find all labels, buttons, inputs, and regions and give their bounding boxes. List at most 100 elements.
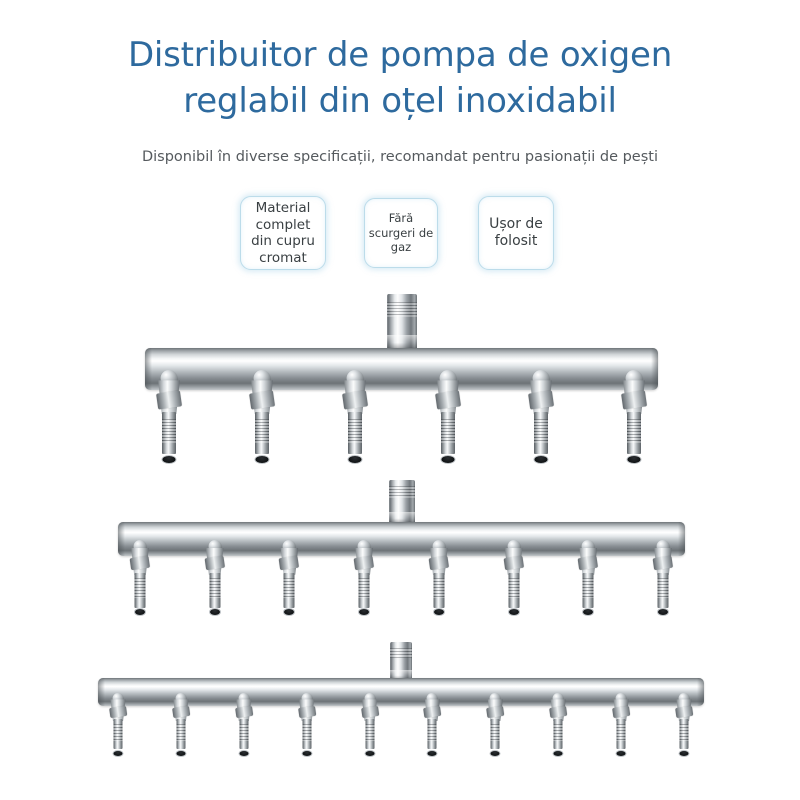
valve-knob — [426, 692, 438, 704]
feature-badge-no-gas-leak: Fără scurgeri de gaz — [364, 198, 438, 268]
valve-hose-barb — [255, 412, 269, 455]
valve-hose-barb — [553, 719, 563, 750]
outlet-valve — [360, 692, 379, 756]
valve-collar — [360, 705, 379, 719]
valve-hose-barb — [582, 572, 594, 608]
valve-collar — [621, 390, 647, 410]
valve-collar — [109, 705, 127, 719]
valve-body — [344, 380, 366, 415]
valve-knob — [625, 369, 643, 387]
valve-nozzle-opening — [441, 455, 455, 463]
valve-collar — [156, 390, 182, 410]
valve-nozzle-opening — [490, 750, 500, 756]
valve-nozzle-opening — [284, 608, 295, 615]
valve-collar — [652, 555, 674, 571]
valve-knob — [432, 539, 446, 553]
valve-knob — [364, 692, 376, 704]
valve-nozzle-opening — [359, 608, 370, 615]
valve-nozzle-opening — [427, 750, 437, 756]
outlet-valve — [342, 369, 368, 463]
valve-knob — [175, 692, 187, 704]
valve-collar — [204, 555, 226, 571]
valve-body — [676, 699, 692, 722]
valve-hose-barb — [134, 572, 146, 608]
valve-hose-barb — [302, 719, 312, 750]
valve-nozzle-opening — [239, 750, 249, 756]
valve-knob — [301, 692, 313, 704]
bar-end-cap-right — [678, 522, 685, 556]
outlet-valve — [278, 539, 300, 615]
outlet-valve — [549, 692, 568, 756]
valve-knob — [532, 369, 550, 387]
distribution-bar — [145, 348, 658, 390]
valve-hose-barb — [679, 719, 689, 750]
valve-hose-barb — [427, 719, 437, 750]
valve-body — [251, 380, 273, 415]
valve-knob — [282, 539, 296, 553]
valve-collar — [353, 555, 375, 571]
page-title: Distribuitor de pompa de oxigen reglabil… — [127, 35, 673, 121]
valve-body — [430, 547, 448, 575]
valve-knob — [581, 539, 595, 553]
outlet-valve — [675, 692, 693, 756]
valve-hose-barb — [490, 719, 500, 750]
valve-knob — [507, 539, 521, 553]
valve-body — [487, 699, 503, 722]
outlet-valve — [621, 369, 647, 463]
outlet-valve — [204, 539, 226, 615]
valve-nozzle-opening — [534, 455, 548, 463]
valve-body — [613, 699, 629, 722]
valve-body — [299, 699, 315, 722]
valve-knob — [253, 369, 271, 387]
valve-body — [623, 380, 645, 415]
valve-collar — [435, 390, 461, 410]
valve-hose-barb — [348, 412, 362, 455]
valve-body — [361, 699, 378, 722]
valve-collar — [577, 555, 599, 571]
valve-knob — [346, 369, 364, 387]
valve-collar — [423, 705, 442, 719]
valve-collar — [249, 390, 275, 410]
valve-collar — [171, 705, 190, 719]
outlet-valve — [528, 369, 554, 463]
valve-body — [173, 699, 189, 722]
outlet-valve — [435, 369, 461, 463]
valve-collar — [278, 555, 300, 571]
valve-body — [437, 380, 459, 415]
bar-end-cap-right — [651, 348, 658, 390]
valve-nozzle-opening — [508, 608, 519, 615]
valve-nozzle-opening — [113, 750, 123, 756]
bar-end-cap-right — [697, 678, 704, 706]
valve-hose-barb — [283, 572, 295, 608]
valve-knob — [678, 692, 690, 704]
valve-hose-barb — [441, 412, 455, 455]
valve-body — [530, 380, 552, 415]
valve-knob — [552, 692, 564, 704]
valve-hose-barb — [508, 572, 520, 608]
distribution-bar — [98, 678, 704, 706]
valve-nozzle-opening — [658, 608, 668, 615]
valve-nozzle-opening — [135, 608, 145, 615]
valve-hose-barb — [657, 572, 669, 608]
valve-knob — [489, 692, 501, 704]
valve-collar — [234, 705, 253, 719]
valve-knob — [160, 369, 178, 387]
valve-body — [205, 547, 224, 575]
valve-nozzle-opening — [209, 608, 220, 615]
valve-body — [280, 547, 299, 575]
feature-badge-material: Material complet din cupru cromat — [240, 196, 326, 270]
outlet-valve — [612, 692, 631, 756]
valve-nozzle-opening — [679, 750, 689, 756]
outlet-valve — [423, 692, 442, 756]
valve-body — [550, 699, 566, 722]
valve-knob — [238, 692, 250, 704]
valve-body — [158, 380, 180, 415]
bar-end-cap-left — [118, 522, 125, 556]
valve-collar — [342, 390, 368, 410]
valve-hose-barb — [534, 412, 548, 455]
inlet-connector — [390, 642, 412, 682]
valve-collar — [675, 705, 693, 719]
feature-badge-group: Material complet din cupru cromat Fără s… — [236, 193, 566, 273]
feature-badge-easy-to-use: Ușor de folosit — [478, 196, 554, 270]
outlet-valve — [297, 692, 316, 756]
